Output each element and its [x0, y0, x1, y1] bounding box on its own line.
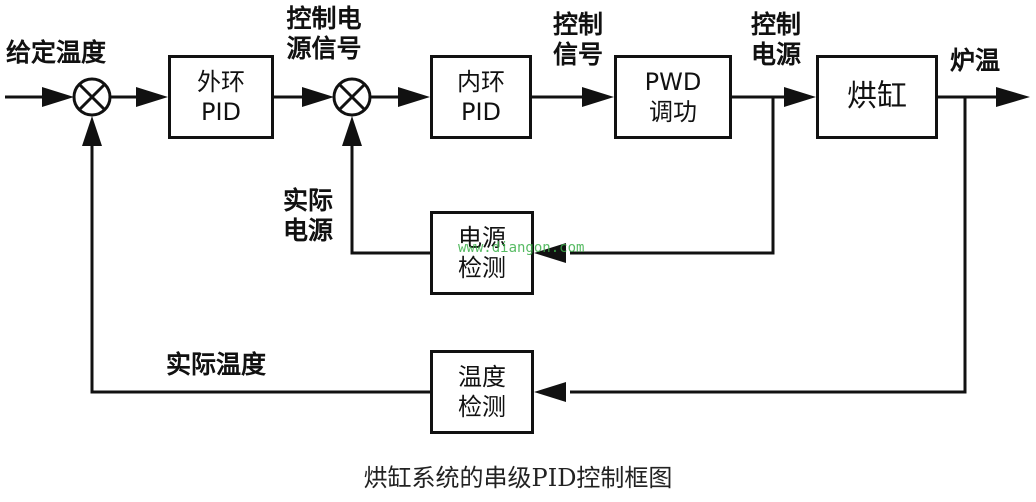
temp-detect-block: 温度 检测 — [430, 350, 534, 434]
output-arrow — [996, 87, 1030, 107]
control-signal-label: 控制 信号 — [552, 10, 603, 69]
actual-power-label: 实际 电源 — [282, 186, 333, 245]
cylinder-in-arrow — [784, 87, 816, 107]
pwd-in-arrow — [582, 87, 614, 107]
temp-feedback-line — [570, 97, 967, 394]
outer-sum-feedback-arrow — [82, 116, 102, 146]
inner-pid-in-arrow — [398, 87, 430, 107]
power-feedback-line — [570, 97, 775, 255]
outer-pid-in-arrow — [136, 87, 168, 107]
inner-sum-in-arrow — [302, 87, 334, 107]
outer-pid-block: 外环 PID — [168, 55, 274, 139]
actual-temp-label: 实际温度 — [166, 350, 267, 379]
control-power-label: 控制 电源 — [750, 10, 801, 69]
control-power-signal-label: 控制电 源信号 — [286, 4, 362, 63]
temp-detect-in-arrow — [534, 382, 566, 402]
actual-power-line — [350, 140, 430, 255]
furnace-temp-label: 炉温 — [950, 46, 1001, 75]
watermark-text: www.diangon.com — [458, 240, 585, 256]
power-detect-block: 电源 检测 — [430, 211, 534, 295]
power-detect-in-arrow — [534, 243, 566, 263]
pwd-block: PWD 调功 — [614, 55, 732, 139]
inner-sum-feedback-arrow — [342, 116, 362, 146]
cylinder-block: 烘缸 — [816, 55, 938, 139]
inner-pid-block: 内环 PID — [430, 55, 532, 139]
actual-temp-line — [90, 140, 430, 394]
setpoint-label: 给定温度 — [6, 38, 107, 67]
figure-caption: 烘缸系统的串级PID控制框图 — [363, 464, 673, 492]
input-arrow — [42, 87, 74, 107]
